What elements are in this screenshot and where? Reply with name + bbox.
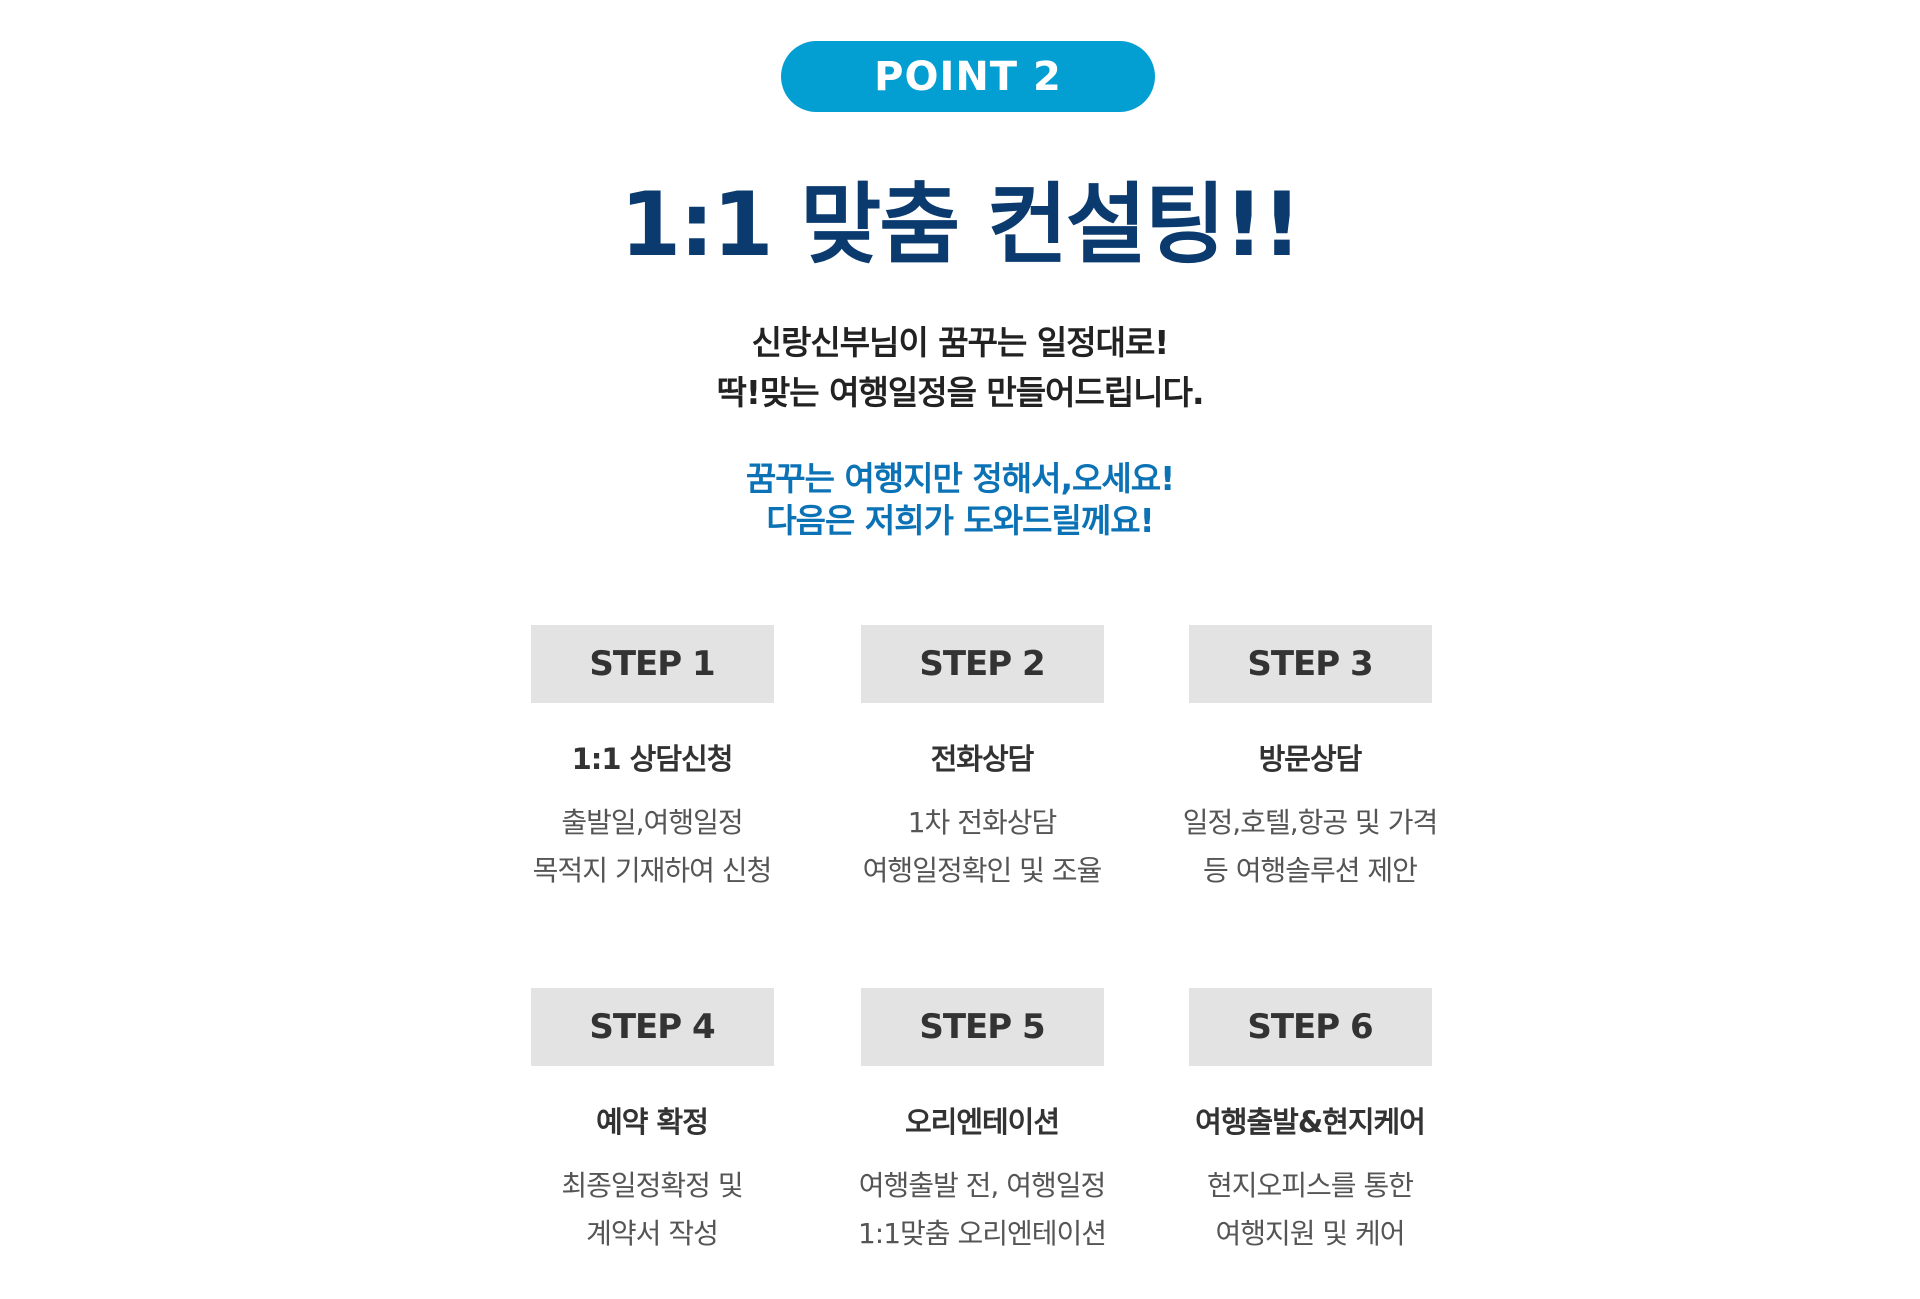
step-card-3: STEP 3 방문상담 일정,호텔,항공 및 가격 등 여행솔루션 제안	[1140, 625, 1480, 895]
step-description: 현지오피스를 통한 여행지원 및 케어	[1140, 1162, 1480, 1258]
highlight-line-1: 꿈꾸는 여행지만 정해서,오세요!	[745, 459, 1175, 498]
step-badge: STEP 3	[1188, 625, 1432, 703]
step-badge: STEP 1	[530, 625, 774, 703]
step-description-line: 1차 전화상담	[907, 806, 1058, 839]
highlight-text: 꿈꾸는 여행지만 정해서,오세요! 다음은 저희가 도와드릴께요!	[0, 458, 1920, 542]
step-title: 오리엔테이션	[904, 1105, 1060, 1139]
page-title: 1:1 맞춤 컨설팅!!	[620, 173, 1302, 276]
step-description: 1차 전화상담 여행일정확인 및 조율	[812, 799, 1152, 895]
step-title: 여행출발&현지케어	[1195, 1105, 1426, 1139]
step-card-5: STEP 5 오리엔테이션 여행출발 전, 여행일정 1:1맞춤 오리엔테이션	[812, 988, 1152, 1258]
point-badge: POINT 2	[781, 41, 1155, 112]
step-card-6: STEP 6 여행출발&현지케어 현지오피스를 통한 여행지원 및 케어	[1140, 988, 1480, 1258]
step-badge: STEP 5	[860, 988, 1104, 1066]
step-description-line: 목적지 기재하여 신청	[532, 854, 773, 887]
step-description-line: 여행출발 전, 여행일정	[858, 1169, 1107, 1202]
intro-line-2: 딱!맞는 여행일정을 만들어드립니다.	[716, 373, 1205, 412]
step-title: 1:1 상담신청	[571, 742, 734, 776]
step-description-line: 등 여행솔루션 제안	[1203, 854, 1418, 887]
step-card-4: STEP 4 예약 확정 최종일정확정 및 계약서 작성	[482, 988, 822, 1258]
intro-line-1: 신랑신부님이 꿈꾸는 일정대로!	[751, 323, 1170, 362]
highlight-line-2: 다음은 저희가 도와드릴께요!	[766, 501, 1154, 540]
step-badge: STEP 2	[860, 625, 1104, 703]
step-title: 방문상담	[1258, 742, 1363, 776]
step-title: 전화상담	[930, 742, 1035, 776]
step-description: 최종일정확정 및 계약서 작성	[482, 1162, 822, 1258]
step-description-line: 계약서 작성	[586, 1217, 719, 1250]
step-description-line: 현지오피스를 통한	[1207, 1169, 1414, 1202]
step-card-1: STEP 1 1:1 상담신청 출발일,여행일정 목적지 기재하여 신청	[482, 625, 822, 895]
step-description: 출발일,여행일정 목적지 기재하여 신청	[482, 799, 822, 895]
step-card-2: STEP 2 전화상담 1차 전화상담 여행일정확인 및 조율	[812, 625, 1152, 895]
step-badge: STEP 4	[530, 988, 774, 1066]
step-badge: STEP 6	[1188, 988, 1432, 1066]
step-description: 일정,호텔,항공 및 가격 등 여행솔루션 제안	[1140, 799, 1480, 895]
step-description-line: 여행일정확인 및 조율	[862, 854, 1103, 887]
step-description-line: 여행지원 및 케어	[1215, 1217, 1405, 1250]
step-description-line: 1:1맞춤 오리엔테이션	[857, 1217, 1107, 1250]
step-description-line: 출발일,여행일정	[561, 806, 743, 839]
step-description-line: 일정,호텔,항공 및 가격	[1182, 806, 1438, 839]
step-description: 여행출발 전, 여행일정 1:1맞춤 오리엔테이션	[812, 1162, 1152, 1258]
step-title: 예약 확정	[596, 1105, 709, 1139]
intro-text: 신랑신부님이 꿈꾸는 일정대로! 딱!맞는 여행일정을 만들어드립니다.	[0, 318, 1920, 418]
step-description-line: 최종일정확정 및	[561, 1169, 743, 1202]
